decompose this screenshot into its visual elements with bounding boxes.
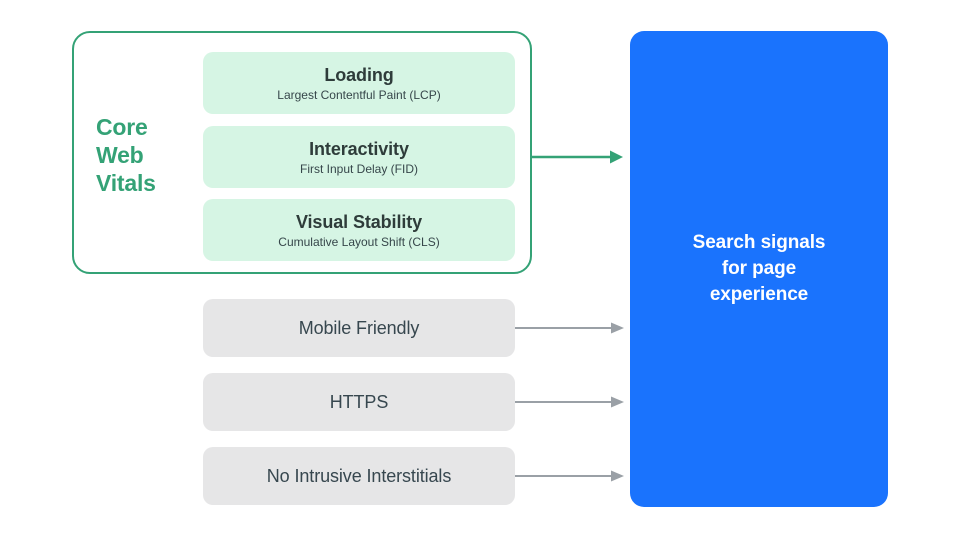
- metric-title: Loading: [324, 64, 394, 85]
- metric-subtitle: Largest Contentful Paint (LCP): [277, 87, 441, 102]
- metric-card-visual-stability[interactable]: Visual Stability Cumulative Layout Shift…: [203, 199, 515, 261]
- search-signals-panel-text: Search signals for page experience: [692, 232, 826, 305]
- no-intrusive-interstitials-arrow-icon: [515, 470, 624, 482]
- core-web-vitals-arrow-icon: [530, 150, 623, 164]
- mobile-friendly-arrow-icon: [515, 322, 624, 334]
- signal-card-mobile-friendly[interactable]: Mobile Friendly: [203, 299, 515, 357]
- core-web-vitals-label-line-3: Vitals: [96, 170, 156, 196]
- signal-card-label: No Intrusive Interstitials: [266, 465, 452, 486]
- core-web-vitals-label-line-1: Core: [96, 114, 148, 140]
- https-arrow-icon: [515, 396, 624, 408]
- signal-card-no-intrusive-interstitials[interactable]: No Intrusive Interstitials: [203, 447, 515, 505]
- core-web-vitals-label: Core Web Vitals: [96, 113, 196, 197]
- metric-title: Visual Stability: [295, 211, 423, 232]
- metric-title: Interactivity: [309, 138, 409, 159]
- metric-subtitle: Cumulative Layout Shift (CLS): [278, 234, 440, 249]
- search-signals-panel[interactable]: Search signals for page experience: [630, 31, 888, 507]
- signal-card-label: HTTPS: [329, 391, 389, 412]
- metric-subtitle: First Input Delay (FID): [299, 161, 419, 176]
- metric-card-interactivity[interactable]: Interactivity First Input Delay (FID): [203, 126, 515, 188]
- signal-card-label: Mobile Friendly: [298, 317, 420, 338]
- core-web-vitals-label-line-2: Web: [96, 142, 144, 168]
- signal-card-https[interactable]: HTTPS: [203, 373, 515, 431]
- metric-card-loading[interactable]: Loading Largest Contentful Paint (LCP): [203, 52, 515, 114]
